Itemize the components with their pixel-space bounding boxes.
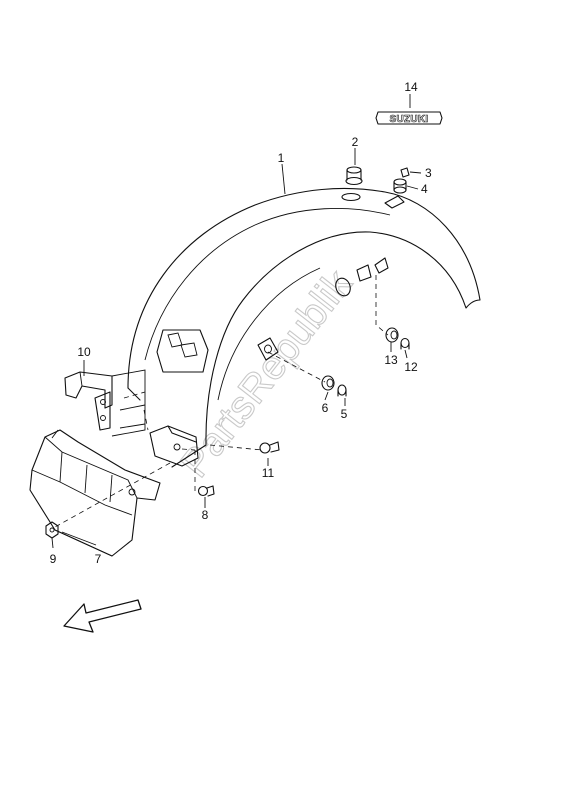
hardware: [45, 166, 410, 539]
suzuki-emblem: SUZUKI: [375, 111, 443, 125]
label-4: 4: [421, 182, 428, 196]
label-1: 1: [278, 151, 285, 165]
label-11: 11: [262, 466, 275, 480]
label-10: 10: [77, 345, 91, 359]
bracket: [64, 369, 146, 437]
label-7: 7: [95, 552, 102, 566]
watermark: PartsRepublik: [172, 261, 362, 486]
rear-fender: [127, 187, 481, 468]
label-5: 5: [341, 407, 348, 421]
label-3: 3: [425, 166, 432, 180]
label-6: 6: [322, 401, 329, 415]
emblem-text: SUZUKI: [389, 114, 428, 125]
watermark-text: PartsRepublik: [172, 261, 361, 485]
front-direction-arrow: [63, 599, 142, 633]
tray-cover: [29, 429, 161, 557]
part-labels: 14 1 2 3 4 5 6 7 8 9 10 11 12 13: [50, 80, 432, 566]
label-2: 2: [352, 135, 359, 149]
label-14: 14: [404, 80, 418, 94]
label-leaders: [51, 94, 422, 549]
mount-plate: [149, 425, 199, 467]
label-8: 8: [202, 508, 209, 522]
label-9: 9: [50, 552, 57, 566]
label-12: 12: [404, 360, 418, 374]
assembly-lines: [54, 275, 389, 528]
label-13: 13: [384, 353, 398, 367]
